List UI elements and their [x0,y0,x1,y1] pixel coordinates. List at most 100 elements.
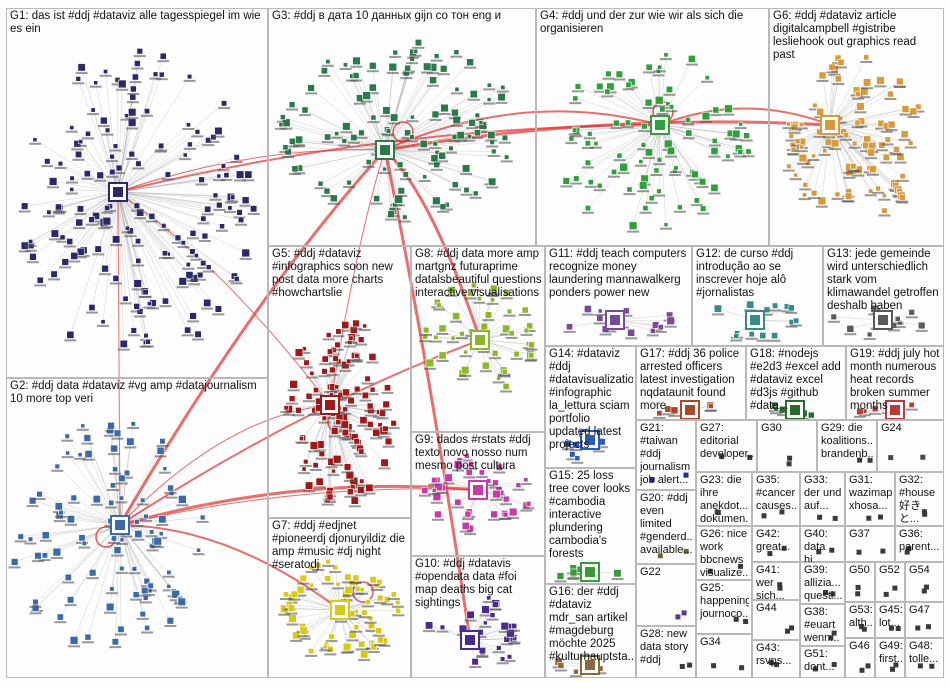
group-g47-label: G47 [909,604,941,617]
group-g11-label: G11: #ddj teach computers recognize mone… [549,248,689,300]
group-g7: G7: #ddj #edjnet #pioneerdj djonuryildiz… [268,518,411,678]
group-g39-label: G39: allizia... questi... [804,564,842,603]
group-g12-label: G12: de curso #ddj introdução ao se insc… [696,248,820,300]
group-g9: G9: dados #rstats #ddj texto novo nosso … [411,432,545,556]
group-g22: G22 [636,564,696,626]
group-g51: G51: dont... [800,646,845,678]
group-g10: G10: #ddj #datavis #opendata data #foi m… [411,556,545,678]
group-g53-label: G53: alth... [849,604,872,630]
group-g17: G17: #ddj 36 police arrested officers la… [636,346,746,420]
group-g6: G6: #ddj #dataviz article digitalcampbel… [769,8,944,246]
group-g40: G40: data hi... [800,526,845,562]
group-g22-label: G22 [640,566,693,579]
group-g19: G19: #ddj july hot month numerous heat r… [846,346,944,420]
group-g29-label: G29: die koalitions... brandenb... [821,422,874,461]
group-g48: G48: tolle... [905,638,944,678]
group-g26-label: G26: nice work bbcnews visualize... [700,528,749,580]
group-g15: G15: 25 loss tree cover looks #cambodia … [545,468,636,584]
group-g49-label: G49: first... [879,640,902,666]
group-g19-label: G19: #ddj july hot month numerous heat r… [850,348,941,413]
group-g33: G33: der und auf... [800,472,845,526]
group-g39: G39: allizia... questi... [800,562,845,604]
group-g18-label: G18: #nodejs #e2d3 #excel add #dataviz e… [750,348,843,413]
group-g43: G43: rsvps... [752,640,800,678]
group-g43-label: G43: rsvps... [756,642,797,668]
group-g44: G44 [752,600,800,640]
group-g21: G21: #taiwan #ddj journalism job alert..… [636,420,696,490]
group-g47: G47 [905,602,944,638]
group-g54: G54 [905,562,944,602]
group-g41-label: G41: wer sich... [756,564,797,603]
group-g9-label: G9: dados #rstats #ddj texto novo nosso … [415,434,542,473]
group-g24-label: G24 [881,422,941,435]
group-g46-label: G46 [849,640,872,653]
group-g24: G24 [877,420,944,472]
group-g34: G34 [696,634,752,678]
group-g54-label: G54 [909,564,941,577]
group-g1: G1: das ist #ddj #dataviz alle tagesspie… [6,8,268,378]
group-g46: G46 [845,638,875,678]
group-g45: G45: lot... [875,602,905,638]
group-g8: G8: #ddj data more amp martgnz futurapri… [411,246,545,432]
group-g15-label: G15: 25 loss tree cover looks #cambodia … [549,470,633,561]
group-g13-label: G13: jede gemeinde wird unterschiedlich … [827,248,941,313]
group-g42-label: G42: great... [756,528,797,554]
group-g2: G2: #ddj data #dataviz #vg amp #datajour… [6,378,268,678]
group-g35: G35: #cancer causes... [752,472,800,526]
group-g28: G28: new data story #ddj [636,626,696,678]
group-g3-label: G3: #ddj в дата 10 данных gijn со тон en… [272,10,533,23]
group-g20: G20: #ddj even limited #genderd... avail… [636,490,696,564]
group-g6-label: G6: #ddj #dataviz article digitalcampbel… [773,10,941,62]
group-g30-label: G30 [761,422,814,435]
group-g29: G29: die koalitions... brandenb... [817,420,877,472]
group-g16: G16: der #ddj #dataviz mdr_san artikel #… [545,584,636,678]
group-g38: G38: #euart wenn... [800,604,845,646]
group-g18: G18: #nodejs #e2d3 #excel add #dataviz e… [746,346,846,420]
group-g28-label: G28: new data story #ddj [640,628,693,667]
group-g3: G3: #ddj в дата 10 данных gijn со тон en… [268,8,536,246]
group-g42: G42: great... [752,526,800,562]
group-g10-label: G10: #ddj #datavis #opendata data #foi m… [415,558,542,610]
group-g27-label: G27: editorial developer... [700,422,754,461]
group-g14-label: G14: #dataviz #ddj #datavisualization #i… [549,348,633,452]
group-g44-label: G44 [756,602,797,615]
group-g34-label: G34 [700,636,749,649]
group-g20-label: G20: #ddj even limited #genderd... avail… [640,492,693,557]
group-g31-label: G31: wazimap xhosa... [849,474,892,513]
group-g27: G27: editorial developer... [696,420,757,472]
group-g14: G14: #dataviz #ddj #datavisualization #i… [545,346,636,468]
group-g23-label: G23: die ihre anekdot... dokumen... [700,474,749,526]
group-g49: G49: first... [875,638,905,678]
group-g41: G41: wer sich... [752,562,800,600]
group-g48-label: G48: tolle... [909,640,941,666]
group-g11: G11: #ddj teach computers recognize mone… [545,246,692,346]
group-g12: G12: de curso #ddj introdução ao se insc… [692,246,823,346]
group-g31: G31: wazimap xhosa... [845,472,895,526]
group-g23: G23: die ihre anekdot... dokumen... [696,472,752,526]
group-g16-label: G16: der #ddj #dataviz mdr_san artikel #… [549,586,633,664]
group-g32: G32: #house 好きと... [895,472,944,526]
group-g17-label: G17: #ddj 36 police arrested officers la… [640,348,743,413]
group-g38-label: G38: #euart wenn... [804,606,842,645]
group-g50: G50 [845,562,875,602]
group-g25-label: G25: happening journoco... [700,582,749,621]
group-g45-label: G45: lot... [879,604,902,630]
group-g13: G13: jede gemeinde wird unterschiedlich … [823,246,944,346]
group-g33-label: G33: der und auf... [804,474,842,513]
group-g2-label: G2: #ddj data #dataviz #vg amp #datajour… [10,380,265,406]
group-g35-label: G35: #cancer causes... [756,474,797,513]
group-g36: G36: parent... [895,526,944,562]
group-g37: G37 [845,526,895,562]
group-g4: G4: #ddj und der zur wie wir als sich di… [536,8,769,246]
group-g52-label: G52 [879,564,902,577]
group-g8-label: G8: #ddj data more amp martgnz futurapri… [415,248,542,300]
group-g53: G53: alth... [845,602,875,638]
group-g5: G5: #ddj #dataviz #infographics soon new… [268,246,411,518]
group-g5-label: G5: #ddj #dataviz #infographics soon new… [272,248,408,300]
group-g30: G30 [757,420,817,472]
group-g25: G25: happening journoco... [696,580,752,634]
group-g51-label: G51: dont... [804,648,842,674]
group-g7-label: G7: #ddj #edjnet #pioneerdj djonuryildiz… [272,520,408,572]
group-g4-label: G4: #ddj und der zur wie wir als sich di… [540,10,766,36]
